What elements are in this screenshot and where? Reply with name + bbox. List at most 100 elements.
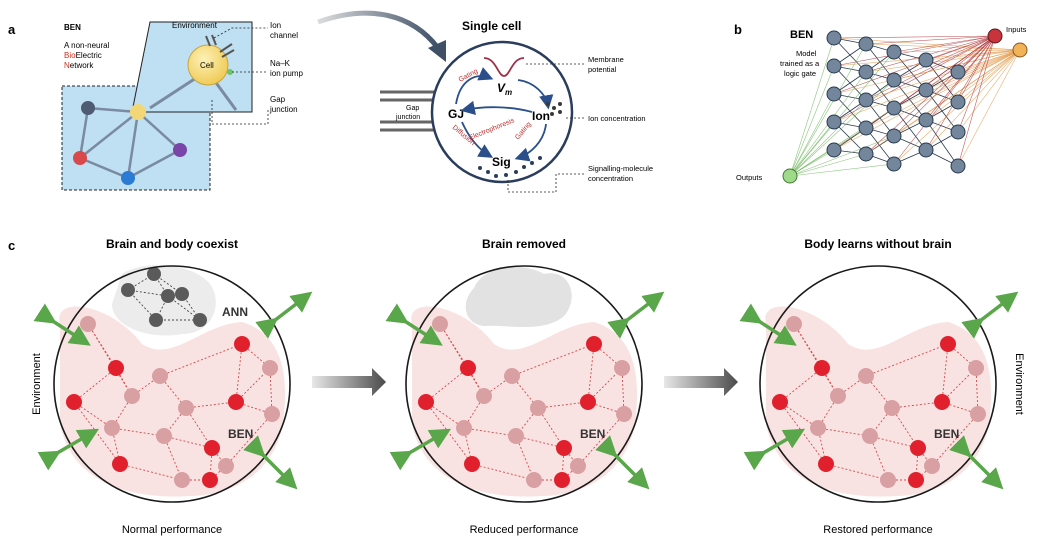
ben-node-13 [940, 336, 956, 352]
ion-channel-icon [205, 34, 235, 58]
tissue-cell-blue [121, 171, 135, 185]
ben-label: BEN [580, 427, 605, 441]
environment-arrow-1 [37, 428, 100, 471]
ben-node-11 [908, 472, 924, 488]
environment-arrow-2 [607, 291, 665, 339]
ion-channel-label-1: Ion [270, 21, 281, 30]
network-node-1-3 [858, 120, 874, 136]
tissue-cell-grey [81, 101, 95, 115]
ben-node-13 [234, 336, 250, 352]
membrane-potential-trace [483, 57, 525, 77]
environment-circle [759, 265, 997, 503]
ben-node-3 [476, 388, 492, 404]
ben-node-12 [228, 394, 244, 410]
panel-b-letter: b [734, 22, 742, 37]
network-node-1-4 [858, 146, 874, 162]
ann-node-5 [161, 289, 175, 303]
ion-channel-label-2: channel [270, 31, 298, 40]
ben-node-0 [432, 316, 448, 332]
ben-node-14 [968, 360, 984, 376]
signal-label-1: Signalling-molecule [588, 164, 653, 173]
vm-label: Vm [497, 81, 512, 97]
network-node-0-4 [826, 142, 842, 158]
gj-label: GJ [448, 107, 464, 121]
environment-arrow-1 [389, 428, 452, 471]
cell-junctions [149, 76, 238, 111]
ben-node-8 [526, 472, 542, 488]
gap-junction-label-2: junction [395, 114, 420, 121]
environment-circle [405, 265, 643, 503]
ion-pump-icon [227, 69, 233, 75]
gap-junction-label-1: Gap [406, 105, 419, 112]
panel-b-model-2: trained as a [780, 59, 820, 68]
panel-a-letter: a [8, 22, 16, 37]
network-node-2-2 [886, 100, 902, 116]
network-node-3-0 [918, 52, 934, 68]
network-node-3-2 [918, 112, 934, 128]
ben-line-2: BioElectric [64, 51, 102, 60]
single-cell-title: Single cell [462, 19, 521, 33]
ben-node-15 [970, 406, 986, 422]
ben-node-4 [104, 420, 120, 436]
ion-conc-label: Ion concentration [588, 114, 646, 123]
network-node-0-0 [826, 30, 842, 46]
ben-node-11 [202, 472, 218, 488]
network-node-4-1 [950, 94, 966, 110]
network-node-0-2 [826, 86, 842, 102]
ben-node-14 [262, 360, 278, 376]
ben-label: BEN [228, 427, 253, 441]
panel-b-model-1: Model [796, 49, 817, 58]
environment-arrow-0 [33, 303, 91, 346]
ben-node-2 [418, 394, 434, 410]
gap-label-2: junction [269, 105, 298, 114]
ben-node-2 [772, 394, 788, 410]
network-node-4-2 [950, 124, 966, 140]
environment-arrow-2 [255, 291, 313, 339]
environment-arrow-0 [385, 303, 443, 346]
ben-node-10 [556, 440, 572, 456]
environment-label: Environment [172, 21, 218, 30]
network-node-0-1 [826, 58, 842, 74]
network-node-0-3 [826, 114, 842, 130]
scene-caption: Reduced performance [470, 524, 579, 536]
ben-node-16 [218, 458, 234, 474]
network-node-2-3 [886, 128, 902, 144]
transition-arrow-2 [664, 368, 738, 396]
ben-node-6 [504, 368, 520, 384]
tissue-cell-yellow [130, 104, 146, 120]
ion-pump-label-1: Na–K [270, 59, 291, 68]
environment-arrow-3 [949, 435, 1004, 490]
ben-node-7 [156, 428, 172, 444]
gap-junction-label-bg [388, 102, 438, 120]
environment-arrow-2 [961, 291, 1019, 339]
ben-node-7 [862, 428, 878, 444]
single-cell-membrane [430, 40, 574, 184]
ben-node-9 [884, 400, 900, 416]
ben-node-2 [66, 394, 82, 410]
ben-node-11 [554, 472, 570, 488]
ben-node-9 [530, 400, 546, 416]
output-node [782, 168, 798, 184]
tissue-cell-red [73, 151, 87, 165]
ben-node-9 [178, 400, 194, 416]
ben-node-4 [810, 420, 826, 436]
ben-node-1 [108, 360, 124, 376]
ann-node-4 [193, 313, 207, 327]
tissue-cell-purple [173, 143, 187, 157]
ben-node-4 [456, 420, 472, 436]
ben-node-16 [924, 458, 940, 474]
network-node-2-0 [886, 44, 902, 60]
network-node-2-4 [886, 156, 902, 172]
ben-line-3: Network [64, 61, 94, 70]
network-nodes [782, 28, 1028, 184]
tissue-network [78, 106, 181, 180]
scene-caption: Restored performance [823, 524, 932, 536]
scene-title: Brain and body coexist [106, 237, 238, 251]
gap-junction-leader [211, 100, 269, 125]
tissue-blob [411, 306, 638, 497]
